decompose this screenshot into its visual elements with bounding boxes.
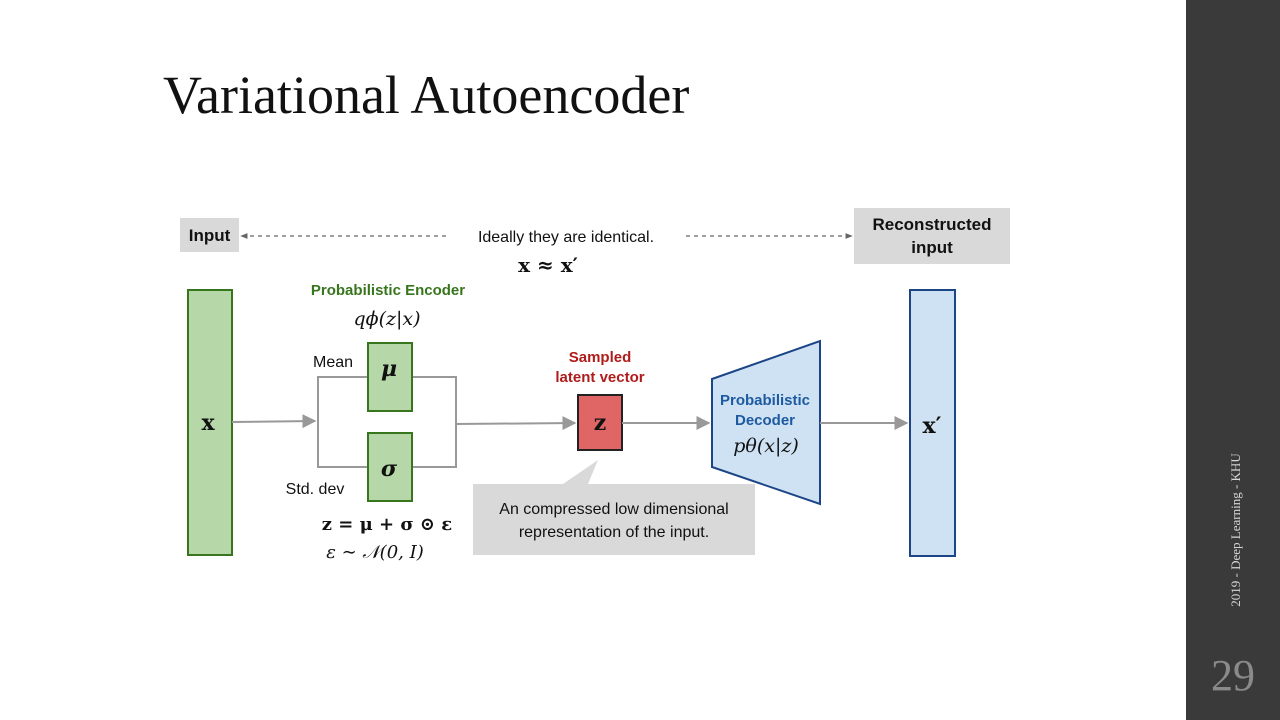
noise-formula: ε ∼ 𝒩(0, I) — [326, 542, 423, 563]
output-vector-symbol: x′ — [923, 413, 942, 439]
reconstructed-label-line1: Reconstructed — [872, 215, 991, 234]
mean-label: Mean — [313, 354, 353, 371]
encoder-merge-lines — [412, 376, 457, 468]
footer-text: 2019 - Deep Learning - KHU — [1228, 453, 1243, 607]
mean-box — [367, 342, 413, 412]
latent-vector-box — [577, 394, 623, 451]
std-label: Std. dev — [286, 481, 345, 498]
decoder-title-line1: Probabilistic — [720, 392, 810, 409]
decoder-title-line2: Decoder — [735, 412, 795, 429]
vae-diagram: Input Reconstructed input Ideally they a… — [180, 208, 1010, 563]
encoder-formula: qϕ(z|x) — [353, 308, 420, 330]
sigma-symbol: σ — [381, 456, 398, 482]
identical-note: Ideally they are identical. — [478, 229, 654, 246]
decoder-formula: pθ(x|z) — [733, 435, 799, 457]
identical-formula: x ≈ x′ — [518, 253, 578, 277]
input-vector-symbol: x — [201, 410, 215, 436]
arrow-encoder-to-latent — [455, 416, 577, 431]
callout-line1: An compressed low dimensional — [499, 501, 728, 518]
page-number: 29 — [1211, 651, 1255, 700]
arrow-input-to-encoder — [231, 414, 317, 429]
latent-title-line1: Sampled — [569, 349, 632, 366]
decoder-shape — [711, 339, 821, 506]
latent-symbol: z — [594, 410, 607, 436]
side-bar — [1186, 0, 1280, 720]
reconstructed-label-line2: input — [911, 238, 953, 257]
output-vector-box — [909, 289, 956, 557]
reconstructed-label-box — [854, 208, 1010, 264]
latent-callout — [473, 460, 755, 555]
slide-title: Variational Autoencoder — [163, 65, 690, 125]
encoder-title: Probabilistic Encoder — [311, 282, 465, 299]
encoder-branch-lines — [317, 376, 368, 468]
input-label-box — [180, 218, 239, 252]
mu-symbol: μ — [381, 356, 397, 382]
input-vector-box — [187, 289, 233, 556]
reparam-formula: z = μ + σ ⊙ ε — [322, 514, 452, 535]
std-box — [367, 432, 413, 502]
callout-line2: representation of the input. — [519, 524, 709, 541]
input-label: Input — [189, 226, 231, 245]
latent-title-line2: latent vector — [555, 369, 644, 386]
